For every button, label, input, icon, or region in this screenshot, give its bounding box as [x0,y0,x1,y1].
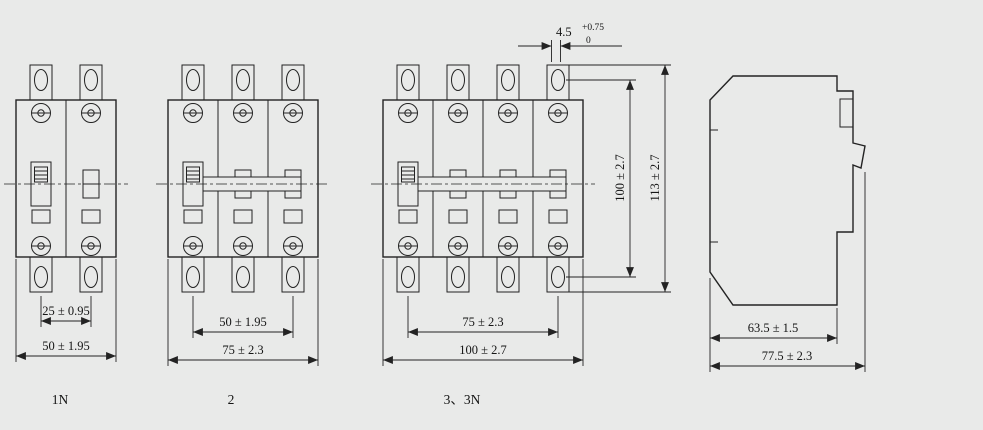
dimension-overall-width: 75 ± 2.3 [167,259,319,366]
front-view-2p: 50 ± 1.95 75 ± 2.3 2 [156,64,330,407]
dim-label: 100 ± 2.7 [613,154,627,202]
dim-label: 25 ± 0.95 [42,304,90,318]
dim-label: 75 ± 2.3 [222,343,263,357]
tolerance-lower: 0 [586,36,591,46]
dimension-depth-overall: 77.5 ± 2.3 [710,172,866,372]
dimension-overall-width: 50 ± 1.95 [15,259,117,362]
dim-label: 50 ± 1.95 [219,315,267,329]
front-view-1n: 25 ± 0.95 50 ± 1.95 1N [4,64,128,407]
tolerance-upper: +0.75 [582,23,604,33]
dim-label: 63.5 ± 1.5 [748,321,799,335]
dimension-module-width: 25 ± 0.95 [40,296,92,327]
dimension-pole-centers: 50 ± 1.95 [192,296,294,338]
dim-label: 113 ± 2.7 [648,154,662,201]
dimension-height-113: 113 ± 2.7 [569,64,671,293]
side-profile [709,75,866,306]
dim-label: 4.5 [556,25,572,39]
dimension-terminal-width: 4.5 +0.75 0 [518,23,622,62]
dimension-height-100: 100 ± 2.7 [566,79,636,278]
dim-label: 77.5 ± 2.3 [762,349,813,363]
dim-label: 50 ± 1.95 [42,339,90,353]
dimension-pole-centers: 75 ± 2.3 [407,296,559,338]
dim-label: 75 ± 2.3 [462,315,503,329]
caption-1n: 1N [52,392,69,407]
dim-label: 100 ± 2.7 [459,343,507,357]
side-view: 63.5 ± 1.5 77.5 ± 2.3 [709,75,866,372]
dimension-depth-body: 63.5 ± 1.5 [709,278,838,372]
dimension-overall-width: 100 ± 2.7 [382,259,584,366]
caption-2p: 2 [228,392,235,407]
caption-3p: 3、3N [444,392,481,407]
front-view-3p: 75 ± 2.3 100 ± 2.7 3、3N [371,64,595,407]
label-window [839,98,854,128]
